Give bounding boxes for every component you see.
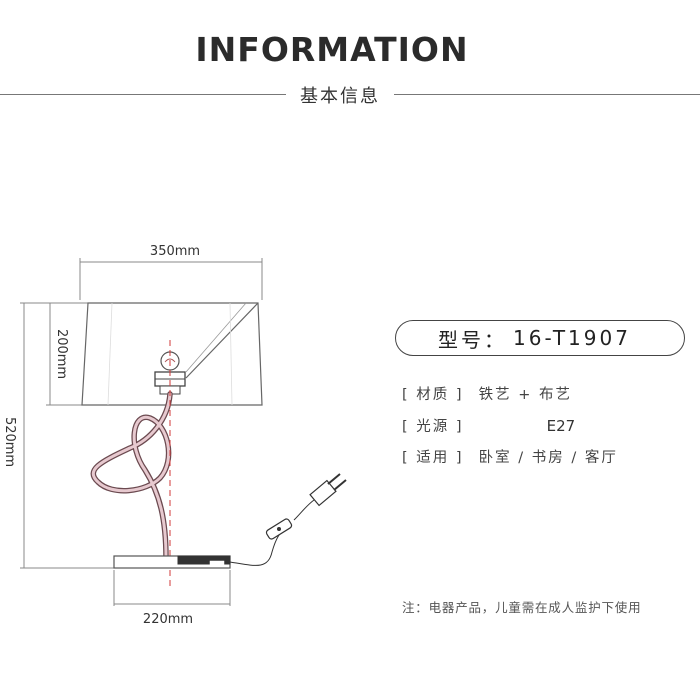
spec-label: [ 光源 ] bbox=[402, 419, 464, 435]
cord-switch bbox=[265, 518, 293, 540]
spec-value: 铁艺 + 布艺 bbox=[478, 387, 572, 403]
lamp-stem bbox=[90, 391, 173, 561]
dimension-base: 220mm bbox=[113, 570, 231, 627]
dimension-shade: 200mm bbox=[46, 302, 88, 406]
spec-value: E27 bbox=[546, 417, 576, 435]
spec-label: [ 材质 ] bbox=[402, 387, 464, 403]
spec-value: 卧室 / 书房 / 客厅 bbox=[478, 450, 618, 466]
divider-right bbox=[394, 94, 700, 95]
dimension-top-label: 350mm bbox=[150, 244, 200, 259]
dimension-shade-label: 200mm bbox=[54, 329, 69, 379]
spec-row-light-source: [ 光源 ] E27 bbox=[402, 415, 575, 436]
safety-note: 注：电器产品，儿童需在成人监护下使用 bbox=[402, 600, 642, 615]
page-subtitle: 基本信息 bbox=[300, 86, 380, 107]
spec-row-usage: [ 适用 ] 卧室 / 书房 / 客厅 bbox=[402, 446, 618, 467]
spec-label: [ 适用 ] bbox=[402, 450, 464, 466]
divider-left bbox=[0, 94, 286, 95]
dimension-base-label: 220mm bbox=[143, 612, 193, 627]
dimension-top: 350mm bbox=[79, 244, 263, 300]
lamp-base bbox=[113, 555, 231, 569]
model-value: 16-T1907 bbox=[513, 326, 631, 350]
subtitle-row: 基本信息 bbox=[0, 82, 700, 107]
spec-row-material: [ 材质 ] 铁艺 + 布艺 bbox=[402, 383, 572, 404]
page-title: INFORMATION bbox=[195, 30, 469, 69]
model-badge: 型号： 16-T1907 bbox=[395, 320, 685, 356]
dimension-total: 520mm bbox=[2, 302, 114, 569]
lamp-drawing: 350mm 200mm 520mm bbox=[2, 244, 347, 627]
model-label: 型号： bbox=[438, 327, 507, 352]
plug bbox=[309, 473, 347, 507]
dimension-total-label: 520mm bbox=[2, 417, 17, 467]
